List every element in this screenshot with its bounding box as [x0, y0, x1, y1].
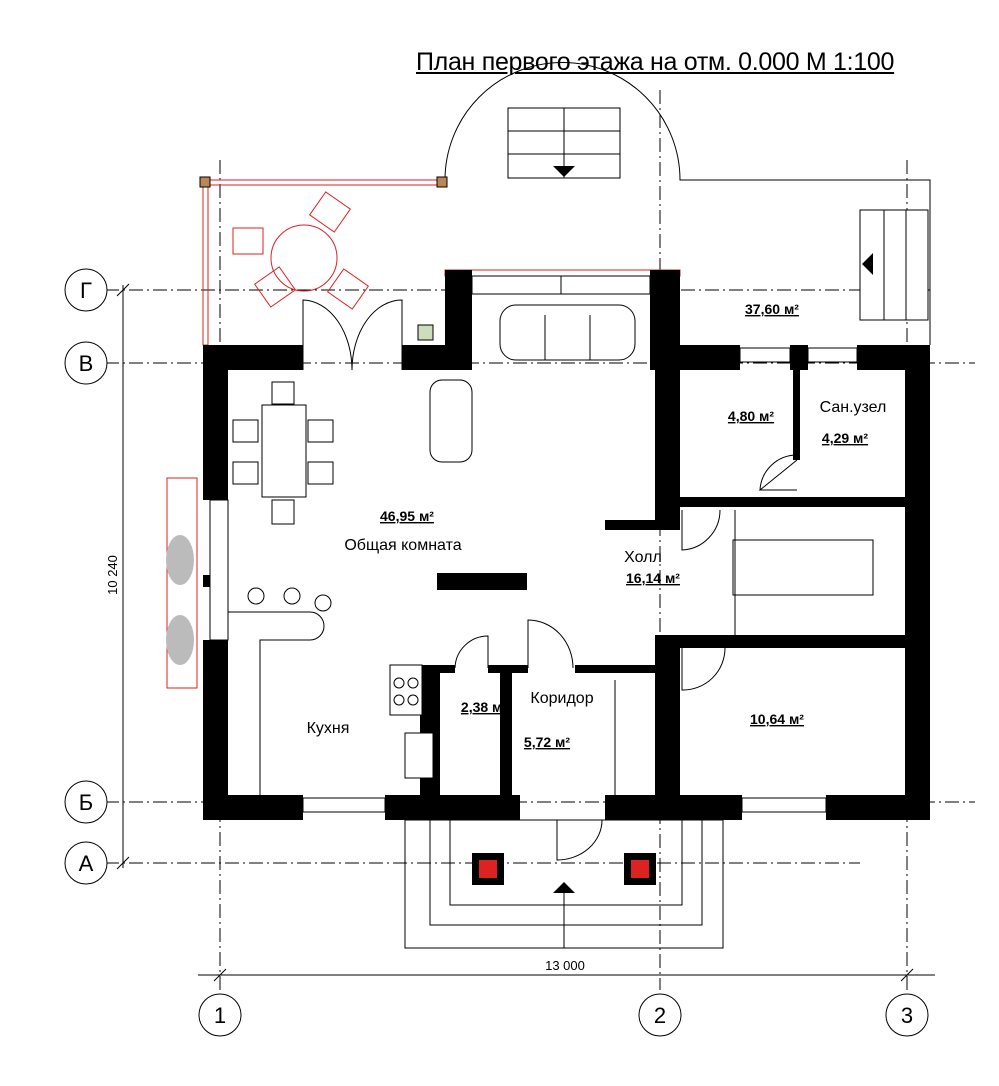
axis-bubble-A: А — [64, 841, 108, 885]
axis-bubble-V: В — [64, 341, 108, 385]
corridor-area: 5,72 м² — [524, 734, 570, 750]
furniture — [166, 304, 874, 949]
room-labels: 46,95 м² Общая комната 4,80 м² Сан.узел … — [307, 399, 887, 750]
svg-text:В: В — [79, 351, 94, 376]
dimension-width: 13 000 — [198, 958, 935, 982]
svg-text:Б: Б — [79, 790, 93, 815]
axis-bubble-B: Б — [64, 780, 108, 824]
corridor-name: Коридор — [530, 690, 593, 707]
plan-title: План первого этажа на отм. 0.000 М 1:100 — [416, 48, 895, 76]
hall-name: Холл — [624, 549, 662, 566]
bathroom-area: 4,29 м² — [822, 430, 868, 446]
svg-text:1: 1 — [214, 1003, 226, 1028]
svg-text:2: 2 — [654, 1003, 666, 1028]
axis-bubble-3: 3 — [885, 993, 929, 1037]
pantry-area: 2,38 м² — [461, 699, 507, 715]
terrace: 37,60 м² — [199, 62, 931, 346]
walls — [203, 345, 930, 820]
bedroom-area: 10,64 м² — [750, 711, 804, 727]
axis-bubble-2: 2 — [638, 993, 682, 1037]
axis-bubble-G: Г — [64, 268, 108, 312]
terrace-area: 37,60 м² — [745, 301, 799, 317]
dimension-depth: 10 240 — [105, 283, 130, 870]
living-name: Общая комната — [344, 537, 461, 554]
axis-bubble-1: 1 — [198, 993, 242, 1037]
kitchen-name: Кухня — [307, 720, 350, 737]
living-area: 46,95 м² — [380, 508, 434, 524]
svg-text:А: А — [79, 851, 94, 876]
hall-area: 16,14 м² — [626, 570, 680, 586]
svg-text:3: 3 — [901, 1003, 913, 1028]
svg-text:10 240: 10 240 — [105, 555, 120, 595]
boiler-area: 4,80 м² — [728, 408, 774, 424]
svg-text:13 000: 13 000 — [545, 958, 585, 973]
svg-text:Г: Г — [80, 278, 92, 303]
bathroom-name: Сан.узел — [820, 399, 887, 416]
doors — [302, 299, 798, 861]
